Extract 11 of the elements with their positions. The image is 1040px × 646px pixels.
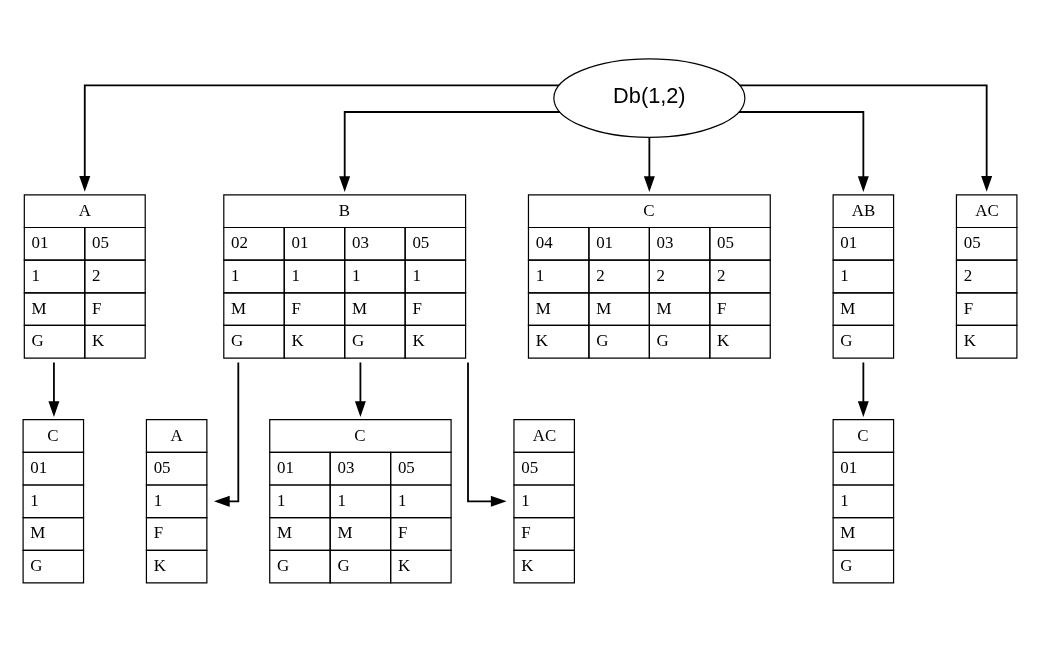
arrow: [467, 361, 507, 507]
arrow: [79, 84, 560, 192]
arrow: [738, 84, 993, 192]
arrow: [737, 111, 869, 192]
arrow: [354, 361, 366, 417]
node-ellipse: Db(1,2): [553, 58, 746, 139]
arrow: [643, 136, 655, 192]
arrow: [857, 361, 869, 417]
arrow: [48, 361, 60, 417]
arrow: [339, 111, 561, 192]
arrow: [214, 361, 240, 507]
